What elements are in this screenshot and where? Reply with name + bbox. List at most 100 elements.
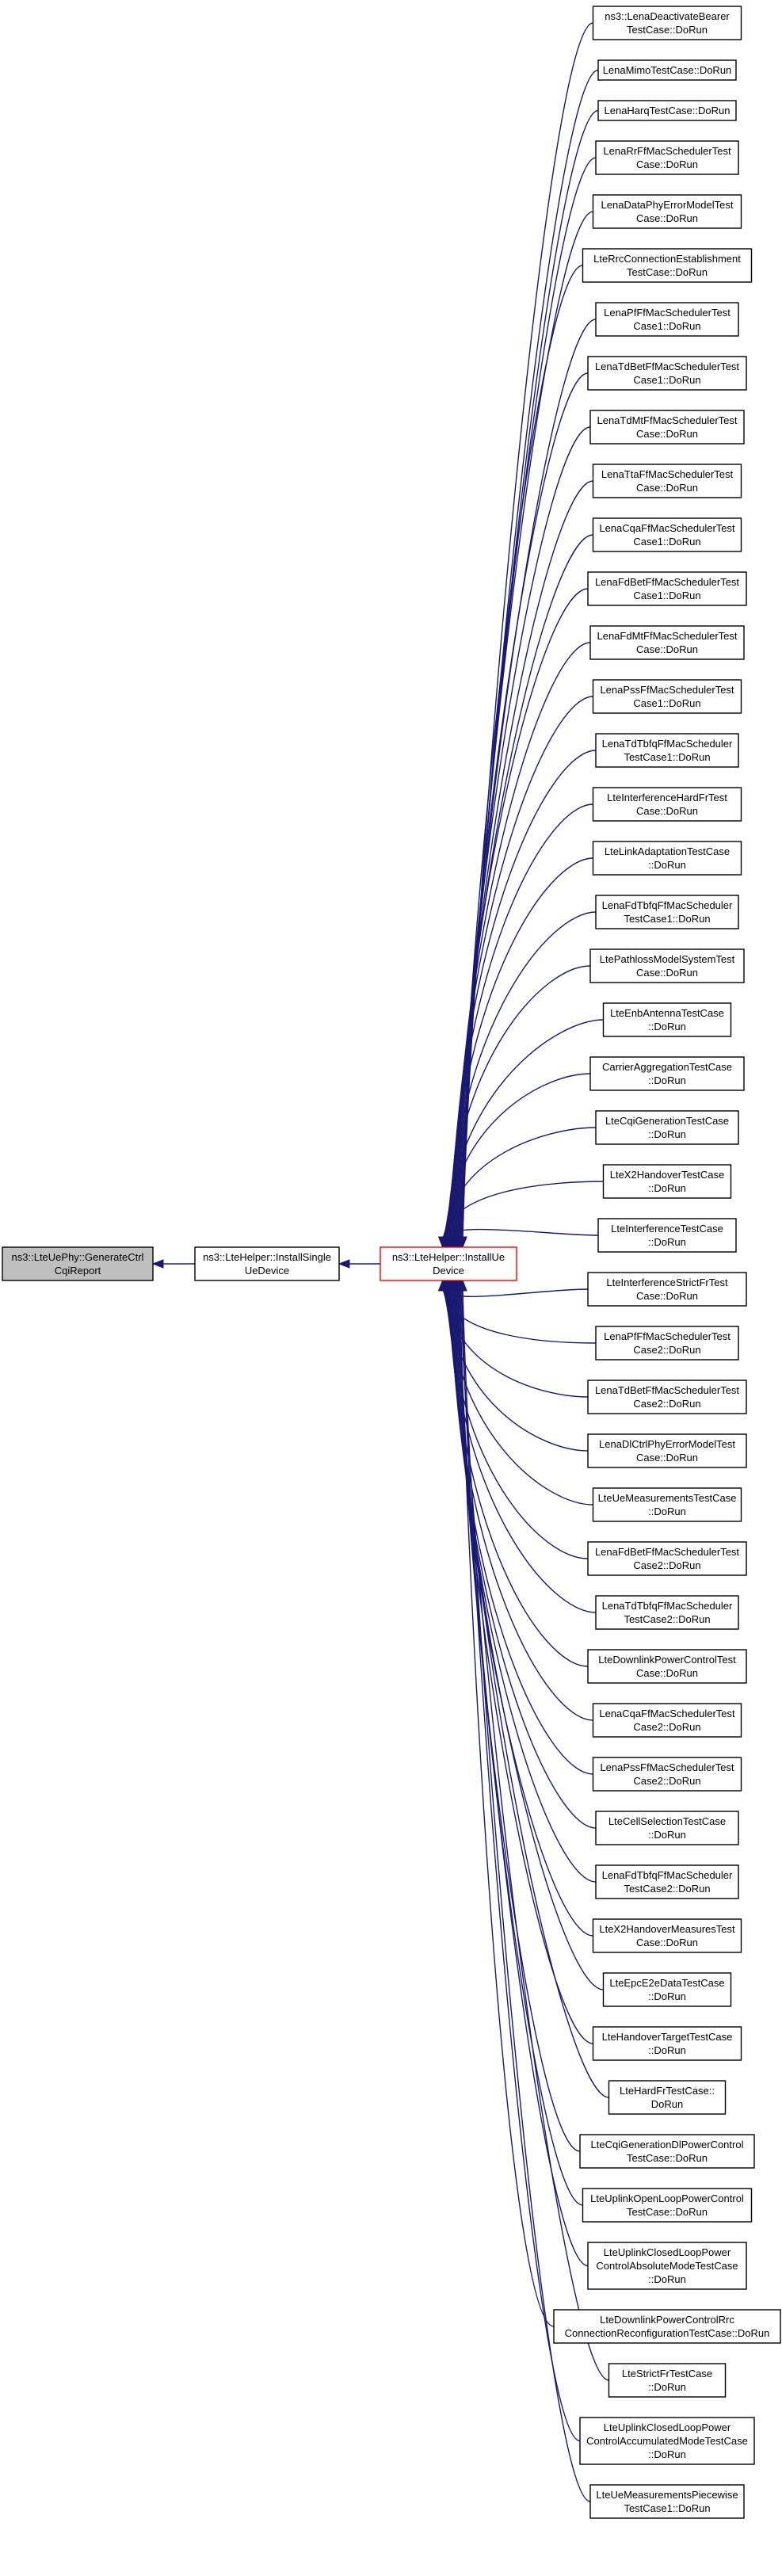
caller-node-38[interactable]: LteEpcE2eDataTestCase::DoRun [602,1972,732,2007]
caller-node-4-edge [460,157,597,1238]
caller-node-2[interactable]: LenaMimoTestCase::DoRun [597,59,737,81]
caller-node-16-label-line: Case::DoRun [636,805,698,817]
caller-node-12-box [587,571,747,606]
focus-node-generate-ctrl-cqi-report-label-line: ns3::LteUePhy::GenerateCtrl [12,1251,144,1263]
caller-node-23-label-line: ::DoRun [648,1182,686,1194]
caller-node-22[interactable]: LteCqiGenerationTestCase::DoRun [595,1110,739,1145]
caller-node-40-label-line: DoRun [651,2098,683,2110]
caller-node-5-label-line: LenaDataPhyErrorModelTest [601,199,734,211]
caller-node-17[interactable]: LteLinkAdaptationTestCase::DoRun [592,841,742,876]
caller-node-6[interactable]: LteRrcConnectionEstablishmentTestCase::D… [582,248,753,283]
caller-node-41-label-line: LteCqiGenerationDlPowerControl [591,2139,744,2150]
caller-node-17-label-line: LteLinkAdaptationTestCase [605,845,730,857]
caller-node-24[interactable]: LteInterferenceTestCase::DoRun [597,1218,737,1253]
caller-node-45[interactable]: LteStrictFrTestCase::DoRun [608,2363,727,2398]
caller-node-40[interactable]: LteHardFrTestCase::DoRun [608,2080,727,2115]
caller-node-26-box [595,1326,739,1361]
caller-node-29-label-line: LteUeMeasurementsTestCase [598,1492,737,1504]
caller-node-13-label-line: LenaFdMtFfMacSchedulerTest [597,630,737,642]
caller-node-39-box [592,2026,742,2061]
caller-node-22-label-line: ::DoRun [648,1128,686,1140]
caller-node-24-edge-arrowhead [437,1236,448,1249]
caller-node-43[interactable]: LteUplinkClosedLoopPowerControlAbsoluteM… [587,2242,747,2290]
caller-node-4-box [595,140,739,175]
caller-node-20[interactable]: LteEnbAntennaTestCase::DoRun [602,1002,732,1037]
caller-node-47-box [589,2484,745,2519]
caller-node-41[interactable]: LteCqiGenerationDlPowerControlTestCase::… [579,2134,755,2169]
caller-node-10-edge [454,480,593,1238]
caller-node-7-label-line: Case1::DoRun [633,320,700,332]
caller-node-31-label-line: LenaTdTbfqFfMacScheduler [602,1600,733,1612]
caller-node-8-box [587,356,747,391]
caller-node-21-label-line: ::DoRun [648,1074,686,1086]
caller-node-16-box [592,787,742,822]
caller-node-46[interactable]: LteUplinkClosedLoopPowerControlAccumulat… [579,2417,755,2465]
caller-node-3[interactable]: LenaHarqTestCase::DoRun [597,100,737,121]
node-install-single-ue-device-label-line: ns3::LteHelper::InstallSingle [203,1251,331,1263]
caller-node-18-edge [447,911,597,1238]
caller-node-39-label-line: ::DoRun [648,2044,686,2056]
caller-node-13-label-line: Case::DoRun [636,643,698,655]
caller-node-28-box [587,1433,747,1468]
caller-node-19-box [589,948,745,983]
caller-node-33-box [592,1703,742,1738]
caller-node-34-box [592,1757,742,1792]
caller-node-27-label-line: Case2::DoRun [633,1398,700,1410]
caller-node-11-label-line: Case1::DoRun [633,536,700,548]
caller-node-17-box [592,841,742,876]
caller-node-44[interactable]: LteDownlinkPowerControlRrcConnectionReco… [553,2309,781,2344]
caller-node-29[interactable]: LteUeMeasurementsTestCase::DoRun [592,1487,742,1522]
graph-edges [151,22,609,2502]
caller-node-30-box [587,1541,747,1576]
caller-node-39[interactable]: LteHandoverTargetTestCase::DoRun [592,2026,742,2061]
caller-node-29-label-line: ::DoRun [648,1506,686,1517]
caller-node-47[interactable]: LteUeMeasurementsPiecewiseTestCase1::DoR… [589,2484,745,2519]
caller-node-11-box [592,517,742,552]
caller-node-5-box [592,194,742,229]
caller-node-24-edge [441,1228,599,1238]
focus-node-generate-ctrl-cqi-report-label-line: CqiReport [55,1265,101,1277]
caller-node-36-label-line: TestCase2::DoRun [624,1883,710,1895]
caller-node-21[interactable]: CarrierAggregationTestCase::DoRun [589,1056,745,1091]
caller-node-1-label-line: TestCase::DoRun [627,24,708,36]
caller-node-10-box [592,464,742,498]
caller-node-44-label-line: ConnectionReconfigurationTestCase::DoRun [565,2327,770,2339]
caller-node-42[interactable]: LteUplinkOpenLoopPowerControlTestCase::D… [582,2188,753,2223]
caller-node-46-edge [461,1289,581,2442]
caller-node-42-label-line: TestCase::DoRun [627,2206,708,2218]
caller-node-47-edge-arrowhead [458,1279,467,1292]
caller-node-23[interactable]: LteX2HandoverTestCase::DoRun [602,1164,732,1199]
caller-node-44-box [553,2309,781,2344]
caller-node-35[interactable]: LteCellSelectionTestCase::DoRun [595,1811,739,1845]
